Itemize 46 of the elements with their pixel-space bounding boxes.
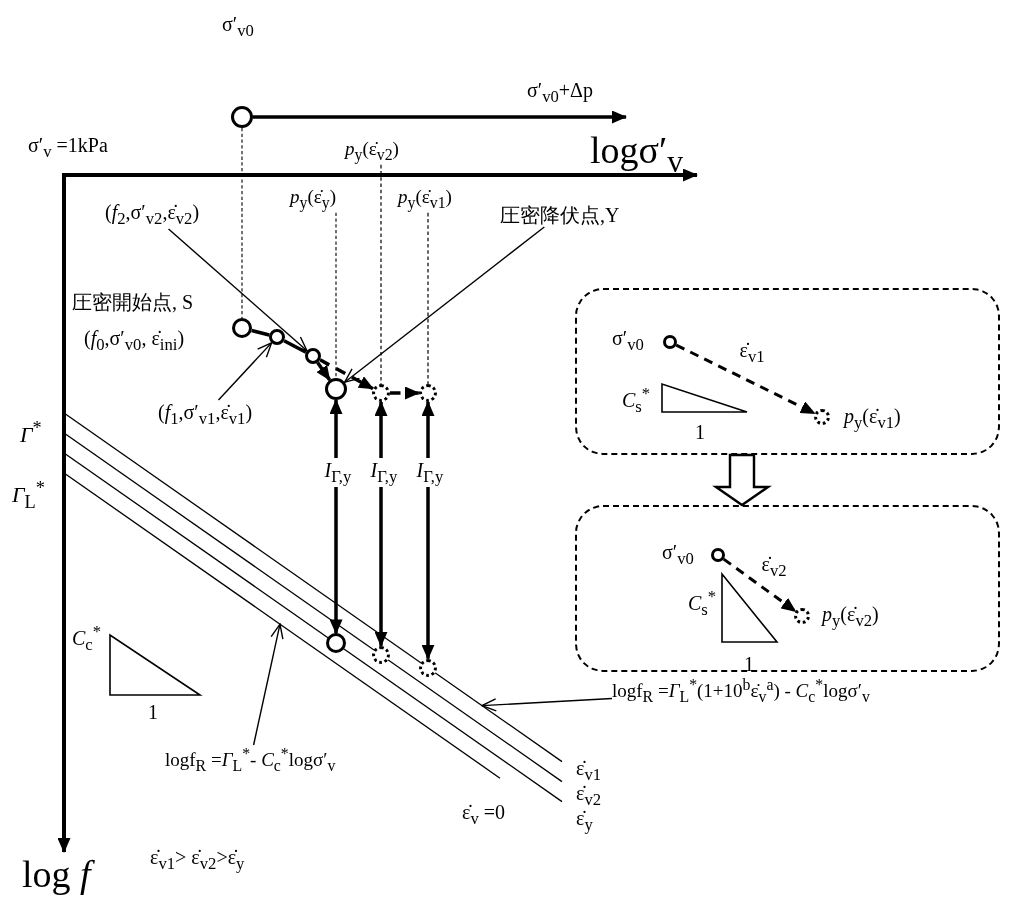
- edge-label: I$_{Γ,y}$: [415, 457, 445, 487]
- point-label: σ′$_{v0}$: [612, 326, 644, 355]
- equation-text: logf$_{R}$ =Γ$_{L}$$^{*}$(1+10$^{b}$ε̇$_{v}$$^{a}$) - C$_{c}$$^{*}$logσ′$_{v}$: [612, 676, 870, 708]
- edge-label: I$_{Γ,y}$: [369, 457, 399, 487]
- arrow: [253, 110, 627, 124]
- arrow: [722, 557, 797, 613]
- point-label: σ′$_{v0}$: [662, 540, 694, 569]
- arrow: [329, 399, 343, 635]
- slope-label: 1: [148, 700, 158, 724]
- edge-label: I$_{Γ,y}$: [323, 457, 353, 487]
- arrow: [390, 386, 420, 400]
- point-label: p$_{y}$(ε̇$_{v1}$): [844, 404, 901, 433]
- math-label: σ′$_{v}$ =1kPa: [28, 133, 108, 162]
- curve-line: [251, 328, 270, 337]
- leader-line: [481, 697, 613, 712]
- guide-line: [427, 212, 429, 385]
- block-arrow: [712, 453, 772, 507]
- guide-line: [241, 127, 243, 319]
- leader-line: [252, 623, 284, 746]
- slope-label: 1: [695, 420, 705, 444]
- point-label: 圧密開始点, S: [72, 290, 194, 314]
- point-label: p$_{y}$(ε̇$_{v2}$): [822, 602, 879, 631]
- math-label: Γ$^{*}$: [20, 418, 42, 449]
- math-label: ε̇$_{v1}$> ε̇$_{v2}$>ε̇$_{y}$: [150, 845, 245, 874]
- yield-stress-label: p$_{y}$(ε̇$_{v2}$): [345, 138, 399, 165]
- arrow: [675, 343, 816, 415]
- arrow: [319, 358, 374, 391]
- yield-stress-label: p$_{y}$(ε̇$_{y}$): [290, 186, 336, 213]
- arrow: [421, 401, 435, 660]
- yield-stress-label: p$_{y}$(ε̇$_{v1}$): [398, 186, 452, 213]
- leader-line: [344, 226, 545, 383]
- point-label: (f$_{0}$,σ′$_{v0}$, ε̇$_{ini}$): [84, 326, 185, 355]
- leader-line: [217, 342, 273, 401]
- annotation-text: (f$_{2}$,σ′$_{v2}$,ε̇$_{v2}$): [105, 200, 200, 229]
- leader-line: [167, 228, 308, 352]
- curve-line: [283, 339, 307, 354]
- axis-label: logσ′$_{v}$: [590, 128, 684, 181]
- annotation-text: 圧密降伏点,Y: [500, 203, 620, 227]
- equation-text: logf$_{R}$ =Γ$_{L}$$^{*}$- C$_{c}$$^{*}$logσ′$_{v}$: [165, 745, 336, 777]
- point-label: σ′$_{v0}$: [222, 12, 254, 41]
- math-label: ε̇$_{v}$ =0: [462, 800, 505, 829]
- slope-label: 1: [744, 652, 754, 676]
- guide-line: [335, 212, 337, 379]
- arrow: [374, 401, 388, 647]
- arrow: [316, 361, 332, 381]
- annotation-text: (f$_{1}$,σ′$_{v1}$,ε̇$_{v1}$): [158, 400, 253, 429]
